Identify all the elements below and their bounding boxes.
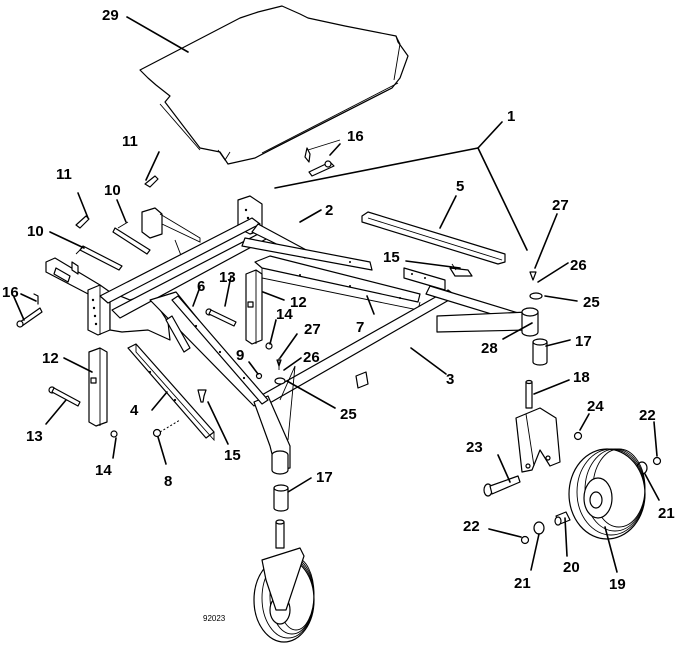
callout-3: 3 (446, 371, 454, 388)
callout-10: 10 (104, 182, 121, 199)
callout-17: 17 (575, 333, 592, 350)
callout-15: 15 (224, 447, 241, 464)
figure-id: 92023 (203, 614, 226, 623)
callout-26: 26 (570, 257, 587, 274)
callout-5: 5 (456, 178, 464, 195)
callout-22: 22 (639, 407, 656, 424)
callout-26: 26 (303, 349, 320, 366)
callout-12: 12 (42, 350, 59, 367)
callout-25: 25 (340, 406, 357, 423)
callout-8: 8 (164, 473, 172, 490)
callout-13: 13 (219, 269, 236, 286)
clip-lower (75, 215, 90, 229)
bolt-13-upper (205, 308, 237, 327)
callout-20: 20 (563, 559, 580, 576)
lynch-pin-top (304, 139, 341, 177)
caster-fork-right (515, 379, 561, 473)
leader-lines (13, 16, 660, 573)
hardware (16, 271, 543, 438)
callout-15: 15 (383, 249, 400, 266)
callout-1: 1 (507, 108, 515, 125)
height-adjust-tube-left (88, 347, 108, 427)
callout-labels: 29 1 16 11 11 10 10 2 5 27 26 25 15 16 1… (2, 7, 675, 623)
callout-27: 27 (304, 321, 321, 338)
callout-23: 23 (466, 439, 483, 456)
callout-10: 10 (27, 223, 44, 240)
callout-22: 22 (463, 518, 480, 535)
caster-hardware-right (483, 431, 662, 545)
callout-14: 14 (276, 306, 293, 323)
deck-cover-shield (139, 5, 409, 165)
wheel-right (568, 448, 646, 540)
callout-27: 27 (552, 197, 569, 214)
callout-11: 11 (122, 133, 138, 150)
callout-16: 16 (347, 128, 364, 145)
callout-21: 21 (514, 575, 531, 592)
angle-rail (361, 211, 506, 265)
callout-6: 6 (197, 278, 205, 295)
pin-lower (75, 245, 123, 271)
side-rail-6 (165, 295, 269, 405)
pin-upper (112, 221, 151, 255)
bushing-left (273, 484, 289, 512)
height-adjust-tube-right (245, 269, 263, 345)
callout-21: 21 (658, 505, 675, 522)
callout-28: 28 (481, 340, 498, 357)
bushing-right (532, 338, 548, 366)
side-rail-4 (127, 343, 215, 442)
callout-14: 14 (95, 462, 112, 479)
callout-19: 19 (609, 576, 626, 593)
bolt-13-lower (48, 386, 81, 407)
caster-wheel-left (253, 519, 315, 643)
callout-13: 13 (26, 428, 43, 445)
callout-16: 16 (2, 284, 19, 301)
callout-7: 7 (356, 319, 364, 336)
callout-12: 12 (290, 294, 307, 311)
callout-4: 4 (130, 402, 139, 419)
clip-upper (144, 175, 159, 188)
callout-17: 17 (316, 469, 333, 486)
callout-9: 9 (236, 347, 244, 364)
callout-18: 18 (573, 369, 590, 386)
callout-11: 11 (56, 166, 72, 183)
callout-29: 29 (102, 7, 119, 24)
callout-25: 25 (583, 294, 600, 311)
callout-24: 24 (587, 398, 604, 415)
spring-pin-right (449, 263, 473, 277)
frame-assembly (45, 195, 539, 475)
callout-2: 2 (325, 202, 333, 219)
